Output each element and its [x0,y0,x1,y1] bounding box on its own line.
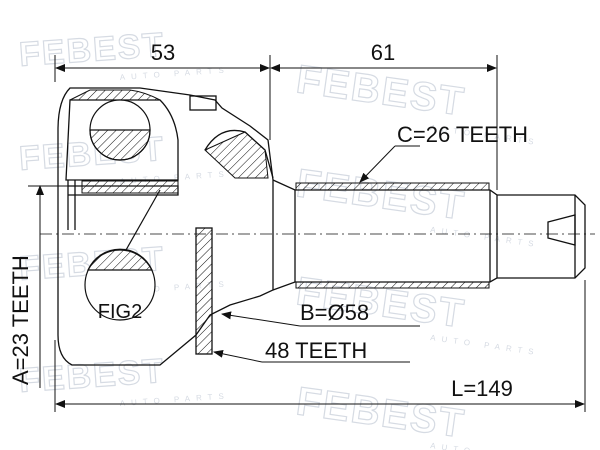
watermark-text: FEBEST [18,26,166,74]
bearing-ball [89,99,151,161]
dimension-61-label: 61 [371,40,395,65]
total-length-label: L=149 [451,376,513,401]
fig2-label: FIG2 [98,301,142,323]
spline-a-label: A=23 TEETH [8,255,33,385]
watermark-subtext: AUTO PARTS [430,333,540,357]
watermark-text: FEBEST [294,161,468,228]
watermark-text: FEBEST [294,379,468,446]
dimension-total [54,280,586,412]
dimension-53-label: 53 [151,40,175,65]
leader-c [359,145,420,183]
spline-c-label: C=26 TEETH [397,122,528,147]
diameter-b-label: B=Ø58 [300,300,369,325]
watermark-subtext: AUTO PARTS [430,441,540,450]
fig2-detail [84,189,161,321]
watermark-text: FEBEST [294,57,468,124]
dimension-61 [269,55,498,190]
abs-teeth-label: 48 TEETH [265,338,367,363]
hatched-sections [69,89,490,355]
leader-a [28,185,80,388]
watermark-subtext: AUTO PARTS [430,225,540,249]
watermark-subtext: AUTO PARTS [120,391,231,408]
leader-abs [213,349,410,363]
leader-b [221,311,420,327]
